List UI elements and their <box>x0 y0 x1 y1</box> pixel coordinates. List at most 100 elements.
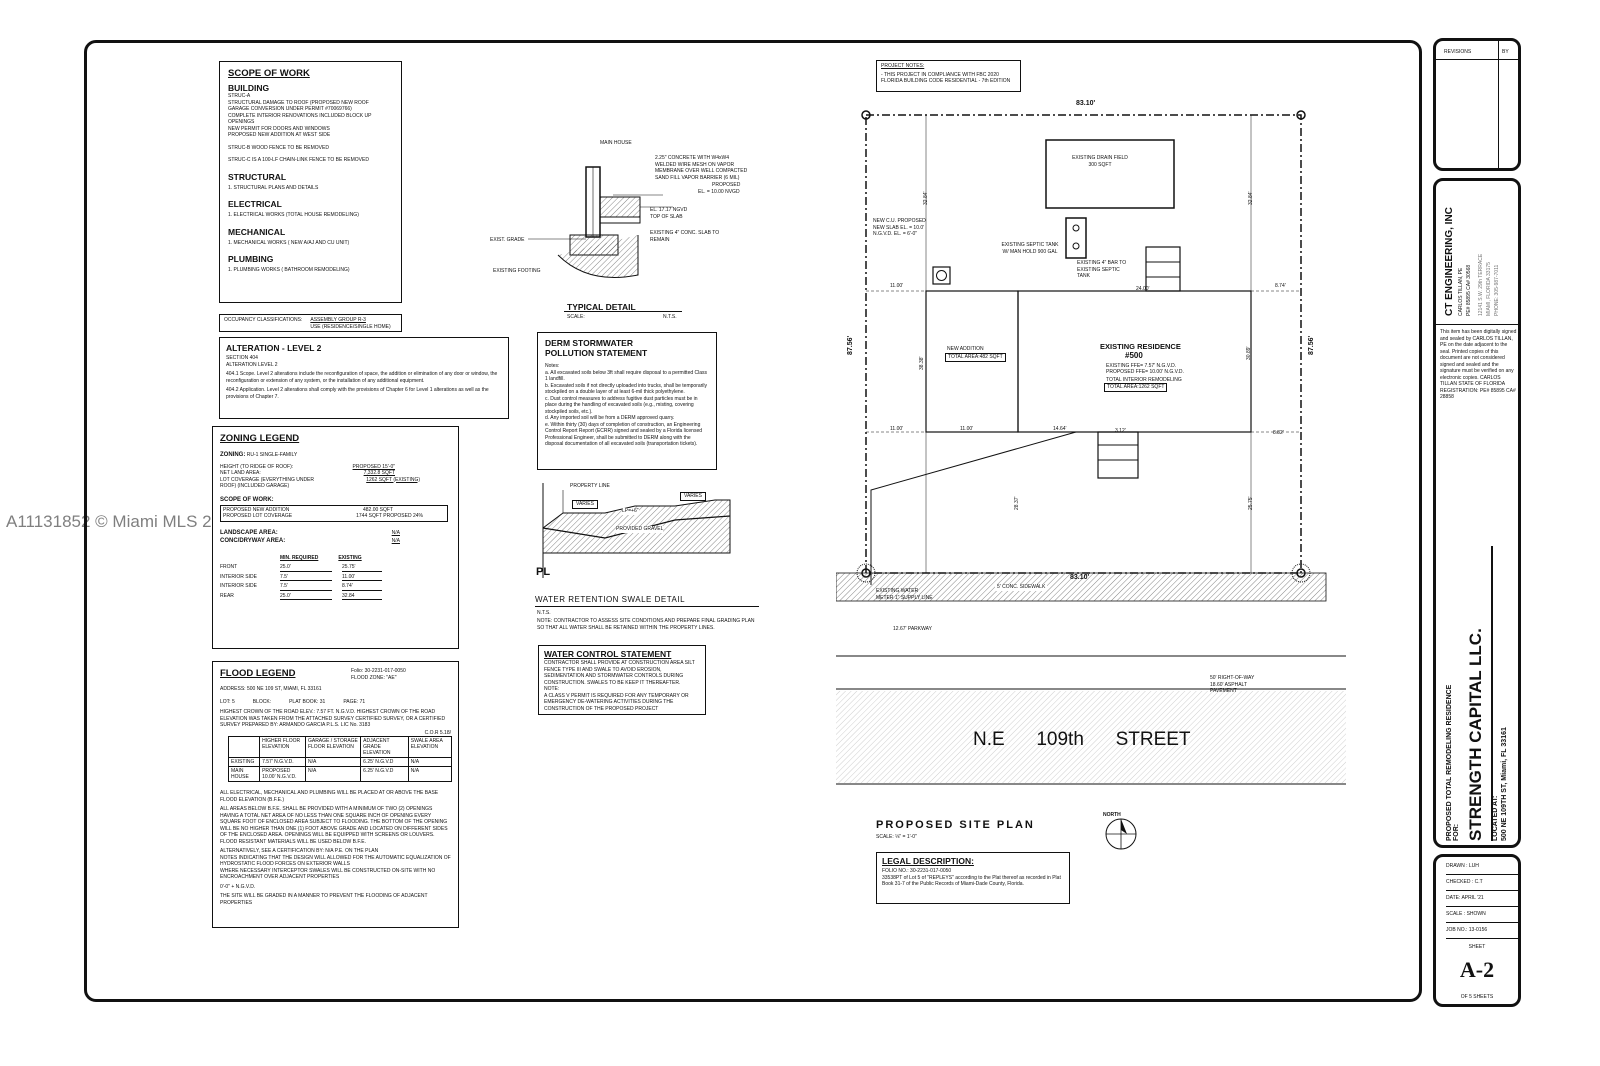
struc-c-line: STRUC-C IS A 100-LF CHAIN-LINK FENCE TO … <box>228 157 369 163</box>
digital-seal-text: This item has been digitally signed and … <box>1440 329 1517 400</box>
swale-varies-2: VARIES <box>680 492 706 501</box>
dim-2400: 24.00' <box>1136 286 1150 292</box>
site-plan-scale: SCALE: ⅛" = 1'-0" <box>876 834 917 840</box>
swale-rule <box>535 606 759 607</box>
flood-table-cell: PROPOSED 10.00' N.G.V.D. <box>259 766 306 782</box>
title-block: CT ENGINEERING, INC CARLOS TILLAN, PE PE… <box>1433 178 1521 848</box>
north-label: NORTH <box>1103 812 1121 818</box>
rear-setback-l: 32.84' <box>923 191 929 205</box>
td-rule <box>564 311 682 312</box>
scope-2-value: 1744 SQFT PROPOSED 24% <box>356 513 423 519</box>
water-control-text: CONTRACTOR SHALL PROVIDE AT CONSTRUCTION… <box>544 660 695 686</box>
building-line: STRUCTURAL DAMAGE TO ROOF (PROPOSED NEW … <box>228 99 369 106</box>
alteration-sub: ALTERATION LEVEL 2 <box>226 361 278 368</box>
flood-page: PAGE: 71 <box>343 698 366 705</box>
total-interior: TOTAL INTERIOR REMODELING <box>1106 377 1182 383</box>
flood-table-cell: N/A <box>304 766 362 782</box>
derm-line: a. All excavated soils below 3ft shall r… <box>545 369 708 383</box>
landscape-label: LANDSCAPE AREA: <box>220 529 278 536</box>
derm-line: e. Within thirty (30) days of completion… <box>545 421 703 448</box>
zoning-label: ZONING: <box>220 452 246 458</box>
td-scale: SCALE: <box>567 314 585 320</box>
conc-value: N/A <box>391 538 400 544</box>
site-plan-drawing <box>836 110 1346 785</box>
scope-label: SCOPE OF WORK: <box>220 496 274 503</box>
building-line: GARAGE CONVERSION UNDER PERMIT #70069766… <box>228 106 352 112</box>
setback-label: FRONT <box>220 564 238 570</box>
sidewalk-label: 5' CONC. SIDEWALK <box>995 584 1048 591</box>
setback-label: INTERIOR SIDE <box>220 583 257 589</box>
project-desc: PROPOSED TOTAL REMODELING RESIDENCE FOR: <box>1446 684 1460 841</box>
derm-line: b. Excavated soils if not directly uploa… <box>545 382 708 396</box>
td-exist-grade: EXIST. GRADE <box>490 237 525 243</box>
derm-notes-h: Notes: <box>545 363 560 369</box>
occupancy-value: ASSEMBLY GROUP R-3 <box>310 317 366 323</box>
flood-table-cell: 7.57' N.G.V.D. <box>259 757 306 767</box>
height-label: HEIGHT (TO RIDGE OF ROOF): <box>220 463 294 470</box>
flood-note-2: ALL AREAS BELOW B.F.E. SHALL BE PROVIDED… <box>220 806 448 845</box>
legal-text: 33538PT of Lot 5 of "REPLEYS" according … <box>882 874 1061 888</box>
new-addition-label: NEW ADDITION <box>947 346 984 352</box>
sheet-info-job: JOB NO.: 13-0156 <box>1446 927 1518 939</box>
setback-head-min: MIN. REQUIRED <box>280 554 319 561</box>
electrical-line: 1. ELECTRICAL WORKS (TOTAL HOUSE REMODEL… <box>228 212 359 218</box>
alteration-section: SECTION 404 <box>226 355 258 361</box>
td-top-of-slab: TOP OF SLAB <box>650 214 683 220</box>
house-number: #500 <box>1125 351 1143 360</box>
setback-exist: 11.00' <box>342 574 382 581</box>
dim-left: 87.56' <box>847 335 854 355</box>
height-value: PROPOSED 15'-0" <box>352 463 395 470</box>
side-m-dim: 11.00' <box>960 426 974 432</box>
td-main-house: MAIN HOUSE <box>600 140 632 146</box>
td-title: TYPICAL DETAIL <box>567 302 636 312</box>
setback-label: INTERIOR SIDE <box>220 573 257 580</box>
flood-table-cell: 6.25' N.G.V.D <box>360 766 409 782</box>
site-plan-title: PROPOSED SITE PLAN <box>876 819 1035 831</box>
occupancy-label: OCCUPANCY CLASSIFICATIONS: <box>224 317 303 323</box>
scope-title: SCOPE OF WORK <box>228 68 310 79</box>
north-arrow-icon <box>1105 818 1137 850</box>
flood-address: ADDRESS: 500 NE 109 ST, MIAMI, FL 33161 <box>220 686 322 692</box>
flood-table-cell: N/A <box>407 766 453 782</box>
dim-312: 3.12' <box>1115 428 1126 434</box>
address-line-1: 12141 S.W. 29th TERRACE <box>1478 253 1484 316</box>
swale-nts: N.T.S. <box>537 610 551 616</box>
flood-table-header-cell: ADJACENT GRADE ELEVATION <box>360 736 409 758</box>
dim-1464: 14.64' <box>1053 426 1067 432</box>
parkway-label: 12.67' PARKWAY <box>893 626 932 632</box>
net-land-label: NET LAND AREA: <box>220 470 261 476</box>
building-line: PROPOSED NEW ADDITION AT WEST SIDE <box>228 132 331 138</box>
zoning-title: ZONING LEGEND <box>220 433 300 444</box>
electrical-heading: ELECTRICAL <box>228 199 282 209</box>
proposed-ffe: PROPOSED FFE= 10.00' N.G.V.D. <box>1106 369 1184 375</box>
swale-pl: PL <box>536 566 551 578</box>
td-concrete: 2.25" CONCRETE WITH W4xW4 WELDED WIRE ME… <box>655 155 748 181</box>
td-nts: N.T.S. <box>663 314 677 320</box>
structural-line: 1. STRUCTURAL PLANS AND DETAILS <box>228 184 319 191</box>
sheet-number: A-2 <box>1459 957 1495 982</box>
building-line: STRUC-A <box>228 93 251 99</box>
engineer-license: PE# 85895 CA# 30568 <box>1466 264 1472 316</box>
new-addition-area: TOTAL AREA:482 SQFT <box>945 353 1006 362</box>
flood-note-4: NOTES INDICATING THAT THE DESIGN WILL AL… <box>220 854 451 868</box>
revisions-divider <box>1498 41 1499 168</box>
alteration-title: ALTERATION - LEVEL 2 <box>226 343 322 353</box>
septic-bar-label: EXISTING 4" BAR TO EXISTING SEPTIC TANK <box>1077 260 1127 279</box>
house-dim: 30.89' <box>1246 346 1252 360</box>
address-line-3: PHONE: 305-987-7011 <box>1494 264 1500 316</box>
side-l-dim: 11.00' <box>890 283 904 289</box>
flood-table-cell: N/A <box>304 757 362 767</box>
plumbing-heading: PLUMBING <box>228 254 274 264</box>
flood-table-cell: N/A <box>407 757 453 767</box>
project-notes-text: - THIS PROJECT IN COMPLIANCE WITH FBC 20… <box>881 71 1011 85</box>
location: 500 NE 109TH ST, Miami, FL 33161 <box>1501 727 1508 841</box>
derm-line: d. Any imported soil will be from a DERM… <box>545 415 675 421</box>
flood-note-1: ALL ELECTRICAL, MECHANICAL AND PLUMBING … <box>220 790 439 803</box>
company-name: CT ENGINEERING, INC <box>1444 207 1455 316</box>
dim-top: 83.10' <box>1076 100 1096 107</box>
septic-tank-label: EXISTING SEPTIC TANK W/ MAN HOLD 900 GAL <box>1001 242 1059 255</box>
setback-min: 25.0' <box>280 564 332 572</box>
